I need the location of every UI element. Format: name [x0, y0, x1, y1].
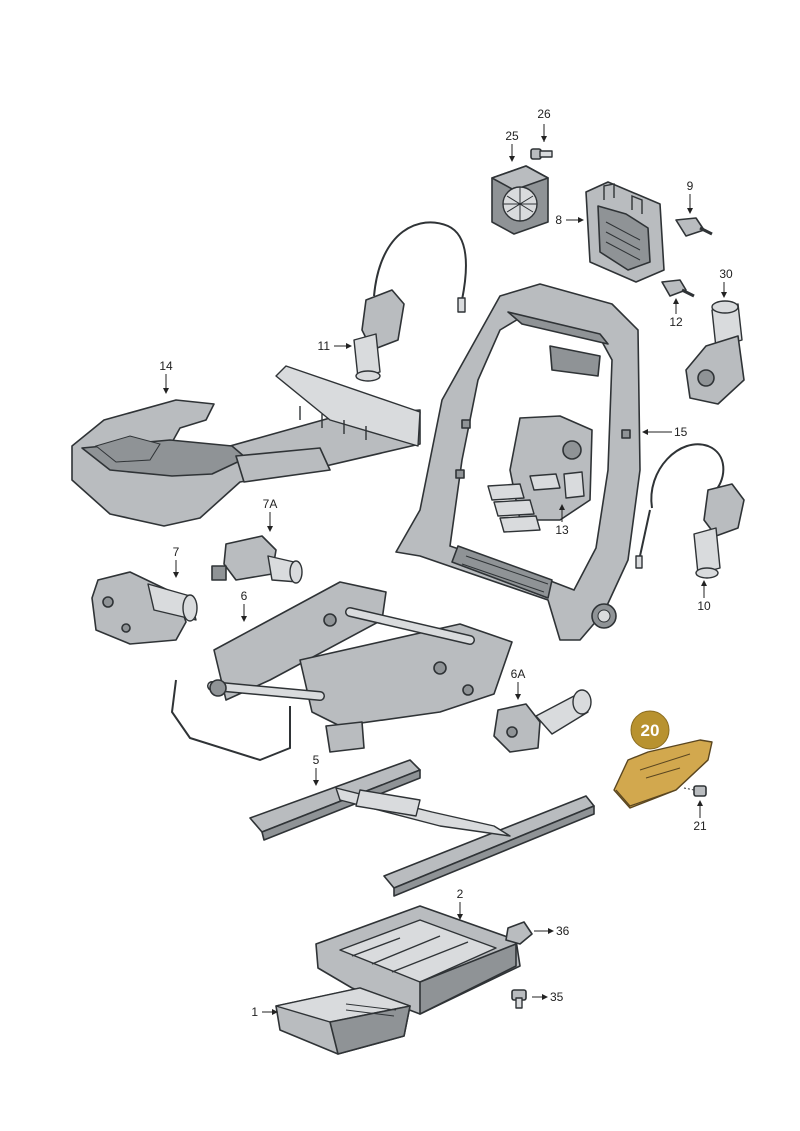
label-9: 9 — [687, 179, 694, 193]
label-5: 5 — [313, 753, 320, 767]
label-6: 6 — [241, 589, 248, 603]
part-7a-motor[interactable] — [211, 512, 303, 584]
label-7: 7 — [173, 545, 180, 559]
part-2-seat-pan[interactable] — [315, 902, 521, 1015]
part-20-control-module[interactable]: 20 — [613, 710, 713, 809]
part-25-fan[interactable] — [491, 144, 549, 235]
part-26-bolt[interactable] — [530, 124, 553, 160]
part-10-motor[interactable] — [635, 443, 745, 598]
part-7-motor-bracket[interactable] — [91, 560, 198, 645]
label-36: 36 — [556, 924, 570, 938]
label-26: 26 — [537, 107, 551, 121]
label-12: 12 — [669, 315, 683, 329]
part-35-screw[interactable] — [511, 989, 548, 1009]
part-14-seat-cushion[interactable] — [71, 365, 421, 527]
part-1-control-unit[interactable] — [262, 987, 411, 1055]
part-8-back-plate[interactable] — [566, 181, 665, 283]
part-13-lumbar-unit[interactable] — [487, 415, 593, 533]
label-15: 15 — [674, 425, 688, 439]
part-30-motor[interactable] — [685, 282, 745, 405]
label-14: 14 — [159, 359, 173, 373]
part-5-seat-rails[interactable] — [249, 759, 595, 897]
part-9-clip[interactable] — [675, 194, 713, 237]
label-1: 1 — [251, 1005, 258, 1019]
label-21: 21 — [693, 819, 707, 833]
part-20-label: 20 — [641, 721, 660, 740]
part-11-motor[interactable] — [334, 221, 467, 382]
part-12-clip[interactable] — [661, 279, 695, 314]
label-10: 10 — [697, 599, 711, 613]
label-11: 11 — [318, 339, 331, 353]
label-2: 2 — [457, 887, 464, 901]
label-35: 35 — [550, 990, 564, 1004]
part-6-seat-frame[interactable] — [170, 581, 513, 762]
label-7a: 7A — [263, 497, 278, 511]
label-25: 25 — [505, 129, 519, 143]
label-13: 13 — [555, 523, 569, 537]
part-21-screw[interactable] — [683, 785, 707, 818]
label-30: 30 — [719, 267, 733, 281]
part-36-clip[interactable] — [505, 921, 554, 945]
label-6a: 6A — [511, 667, 526, 681]
label-8: 8 — [555, 213, 562, 227]
part-6a-motor[interactable] — [493, 682, 592, 753]
